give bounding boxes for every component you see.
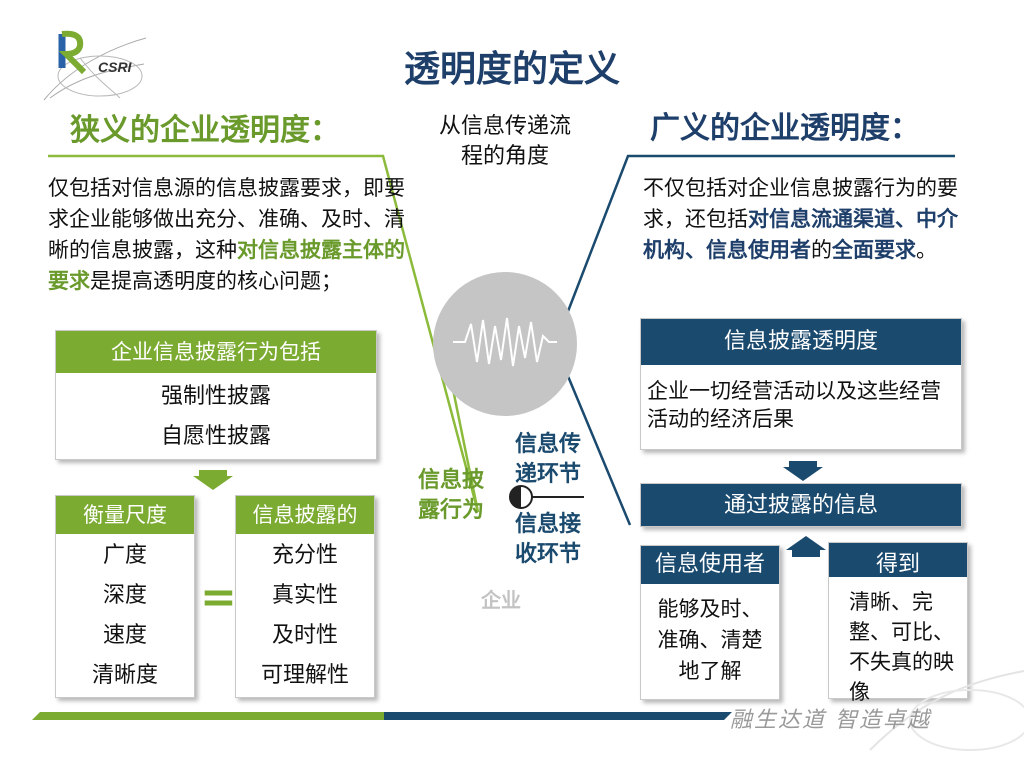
narrow-text-highlight: 对信息披露主体的要求 bbox=[48, 238, 405, 293]
info-user-body: 能够及时、准确、清楚地了解 bbox=[657, 597, 763, 683]
quality-item: 及时性 bbox=[271, 623, 338, 648]
quality-header: 信息披露的 bbox=[236, 496, 374, 534]
equals-sign: = bbox=[200, 572, 237, 623]
page-title: 透明度的定义 bbox=[403, 49, 620, 90]
bottom-color-bar bbox=[32, 712, 732, 720]
broad-transparency-heading: 广义的企业透明度： bbox=[650, 111, 920, 146]
disclosure-behavior-box: 企业信息披露行为包括 强制性披露 自愿性披露 bbox=[55, 330, 377, 460]
broad-text-part: 不仅包括对企业信息披露行为的要求，还包括 bbox=[643, 176, 958, 231]
disclosure-transparency-header: 信息披露透明度 bbox=[641, 319, 961, 365]
broad-text-highlight: 对信息流通渠道、中介机构、信息使用者 bbox=[643, 207, 958, 262]
quality-item: 可理解性 bbox=[260, 663, 349, 688]
disclosure-behavior-label: 信息披露行为 bbox=[418, 468, 485, 523]
measure-item: 深度 bbox=[102, 583, 147, 608]
narrow-text-part: 是提高透明度的核心问题； bbox=[90, 269, 342, 293]
info-user-header: 信息使用者 bbox=[641, 546, 779, 584]
narrow-definition-text: 仅包括对信息源的信息披露要求，即要求企业能够做出充分、准确、及时、清晰的信息披露… bbox=[48, 173, 408, 297]
watermark-logo bbox=[869, 670, 1024, 751]
center-circle bbox=[433, 272, 577, 416]
quality-item: 充分性 bbox=[271, 543, 338, 568]
measure-item: 广度 bbox=[102, 543, 147, 568]
enterprise-label: 企业 bbox=[481, 588, 521, 612]
broad-text-part: 。 bbox=[916, 238, 937, 262]
quality-box: 信息披露的 充分性 真实性 及时性 可理解性 bbox=[235, 495, 375, 698]
receive-stage-label: 信息接收环节 bbox=[515, 512, 582, 567]
narrow-text-part: 仅包括对信息源的信息披露要求，即要求企业能够做出充分、准确、及时、清晰的信息披露… bbox=[48, 176, 405, 262]
disclosure-transparency-box: 信息披露透明度 企业一切经营活动以及这些经营活动的经济后果 bbox=[640, 318, 962, 450]
info-user-box: 信息使用者 能够及时、准确、清楚地了解 bbox=[640, 545, 780, 700]
get-result-body: 清晰、完整、可比、不失真的映像 bbox=[849, 590, 954, 704]
broad-text-highlight: 全面要求 bbox=[832, 238, 916, 262]
broad-text-part: 的 bbox=[811, 238, 832, 262]
broad-definition-text: 不仅包括对企业信息披露行为的要求，还包括对信息流通渠道、中介机构、信息使用者的全… bbox=[643, 173, 963, 266]
process-perspective-note: 从信息传递流程的角度 bbox=[438, 114, 571, 169]
measure-item: 清晰度 bbox=[91, 663, 158, 688]
csri-logo: CSRI bbox=[43, 30, 147, 101]
quality-item: 真实性 bbox=[271, 583, 338, 608]
measure-header: 衡量尺度 bbox=[56, 496, 194, 534]
get-result-header: 得到 bbox=[829, 543, 967, 577]
split-node-icon bbox=[509, 485, 533, 509]
disclosure-transparency-body: 企业一切经营活动以及这些经营活动的经济后果 bbox=[647, 379, 941, 431]
get-result-box: 得到 清晰、完整、可比、不失真的映像 bbox=[828, 542, 968, 704]
transmit-stage-label: 信息传递环节 bbox=[515, 432, 582, 487]
measure-box: 衡量尺度 广度 深度 速度 清晰度 bbox=[55, 495, 195, 698]
pulse-wave-icon bbox=[453, 317, 557, 367]
behavior-item: 自愿性披露 bbox=[160, 424, 271, 449]
arrow-up-icon bbox=[786, 536, 826, 557]
measure-item: 速度 bbox=[102, 623, 147, 648]
logo-text: CSRI bbox=[98, 59, 133, 75]
narrow-transparency-heading: 狭义的企业透明度： bbox=[70, 113, 340, 148]
footer-slogan: 融生达道 智造卓越 bbox=[730, 708, 931, 733]
disclosed-info-bar: 通过披露的信息 bbox=[640, 483, 962, 527]
arrow-down-icon bbox=[783, 461, 823, 481]
arrow-down-icon bbox=[193, 470, 233, 490]
behavior-item: 强制性披露 bbox=[160, 384, 271, 409]
disclosure-behavior-header: 企业信息披露行为包括 bbox=[56, 331, 376, 373]
